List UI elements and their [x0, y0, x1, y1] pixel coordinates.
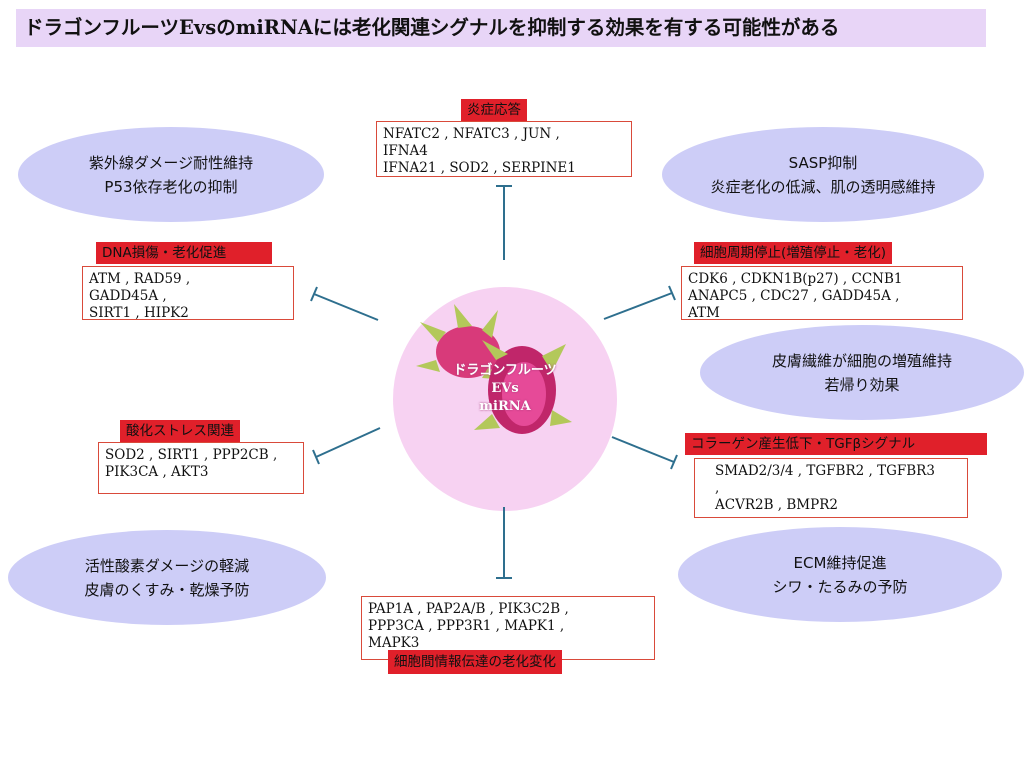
gene-line: PIK3CA , AKT3	[105, 464, 209, 480]
gene-line: PPP3CA , PPP3R1 , MAPK1 ,	[368, 618, 565, 634]
label-oxidative: 酸化ストレス関連	[120, 420, 240, 442]
arrow-collagen	[611, 436, 678, 470]
gene-line: ATM , RAD59 ,	[89, 271, 191, 287]
label-collagen: コラーゲン産生低下・TGFβシグナル	[685, 433, 987, 455]
gene-line: NFATC2 , NFATC3 , JUN ,	[383, 126, 560, 142]
ellipse-ecm-line1: ECM維持促進	[793, 553, 887, 572]
gene-line: PAP1A , PAP2A/B , PIK3C2B ,	[368, 601, 569, 617]
gene-line: MAPK3	[368, 635, 420, 651]
gene-box-collagen: SMAD2/3/4 , TGFBR2 , TGFBR3 , ACVR2B , B…	[694, 458, 968, 518]
gene-box-signaling: PAP1A , PAP2A/B , PIK3C2B , PPP3CA , PPP…	[361, 596, 655, 660]
arrow-oxidative	[312, 427, 381, 465]
label-cell-cycle: 細胞周期停止(増殖停止・老化)	[694, 242, 893, 264]
ellipse-fibro-line2: 若帰り効果	[824, 375, 900, 394]
gene-box-dna-damage: ATM , RAD59 , GADD45A , SIRT1 , HIPK2	[82, 266, 294, 321]
center-label: ドラゴンフルーツ EVs miRNA	[393, 362, 617, 416]
gene-line: ANAPC5 , CDC27 , GADD45A ,	[688, 288, 900, 304]
gene-box-cell-cycle: CDK6 , CDKN1B(p27) , CCNB1 ANAPC5 , CDC2…	[681, 266, 963, 321]
ellipse-sasp-line2: 炎症老化の低減、肌の透明感維持	[710, 177, 936, 196]
gene-line: SMAD2/3/4 , TGFBR2 , TGFBR3	[715, 463, 935, 479]
ellipse-uv-resistance: 紫外線ダメージ耐性維持 P53依存老化の抑制	[18, 127, 324, 222]
gene-line: ATM	[688, 305, 720, 321]
gene-line: CDK6 , CDKN1B(p27) , CCNB1	[688, 271, 903, 287]
label-dna-damage: DNA損傷・老化促進	[96, 242, 272, 264]
ellipse-fibro-line1: 皮膚繊維が細胞の増殖維持	[771, 351, 952, 370]
gene-box-oxidative: SOD2 , SIRT1 , PPP2CB , PIK3CA , AKT3	[98, 442, 304, 494]
center-label-line2: EVs	[491, 381, 519, 396]
gene-line: ACVR2B , BMPR2	[715, 497, 838, 513]
page-title: ドラゴンフルーツEvsのmiRNAには老化関連シグナルを抑制する効果を有する可能…	[16, 9, 986, 47]
gene-line: SOD2 , SIRT1 , PPP2CB ,	[105, 447, 278, 463]
ellipse-sasp-line1: SASP抑制	[788, 153, 858, 172]
ellipse-ecm-maintenance: ECM維持促進 シワ・たるみの予防	[678, 527, 1002, 622]
ellipse-sasp-suppression: SASP抑制 炎症老化の低減、肌の透明感維持	[662, 127, 984, 222]
label-inflammation: 炎症応答	[461, 99, 527, 121]
arrow-cell-cycle	[603, 285, 676, 320]
ellipse-ecm-line2: シワ・たるみの予防	[772, 577, 908, 596]
center-label-line1: ドラゴンフルーツ	[453, 363, 557, 378]
arrow-inflammation	[496, 185, 512, 260]
gene-line: IFNA4	[383, 143, 428, 159]
center-label-line3: miRNA	[479, 399, 531, 414]
arrow-dna-damage	[310, 286, 379, 321]
ellipse-uv-line1: 紫外線ダメージ耐性維持	[88, 153, 254, 172]
label-signaling: 細胞間情報伝達の老化変化	[388, 650, 562, 674]
ellipse-ros-reduction: 活性酸素ダメージの軽減 皮膚のくすみ・乾燥予防	[8, 530, 326, 625]
ellipse-ros-line1: 活性酸素ダメージの軽減	[84, 556, 250, 575]
gene-line: SIRT1 , HIPK2	[89, 305, 189, 321]
ellipse-ros-line2: 皮膚のくすみ・乾燥予防	[84, 580, 250, 599]
ellipse-uv-line2: P53依存老化の抑制	[104, 177, 238, 196]
gene-line: IFNA21 , SOD2 , SERPINE1	[383, 160, 576, 176]
gene-line: GADD45A ,	[89, 288, 167, 304]
arrow-signaling	[496, 507, 512, 579]
gene-line: ,	[715, 480, 720, 496]
ellipse-fibroblast: 皮膚繊維が細胞の増殖維持 若帰り効果	[700, 325, 1024, 420]
gene-box-inflammation: NFATC2 , NFATC3 , JUN , IFNA4 IFNA21 , S…	[376, 121, 632, 177]
